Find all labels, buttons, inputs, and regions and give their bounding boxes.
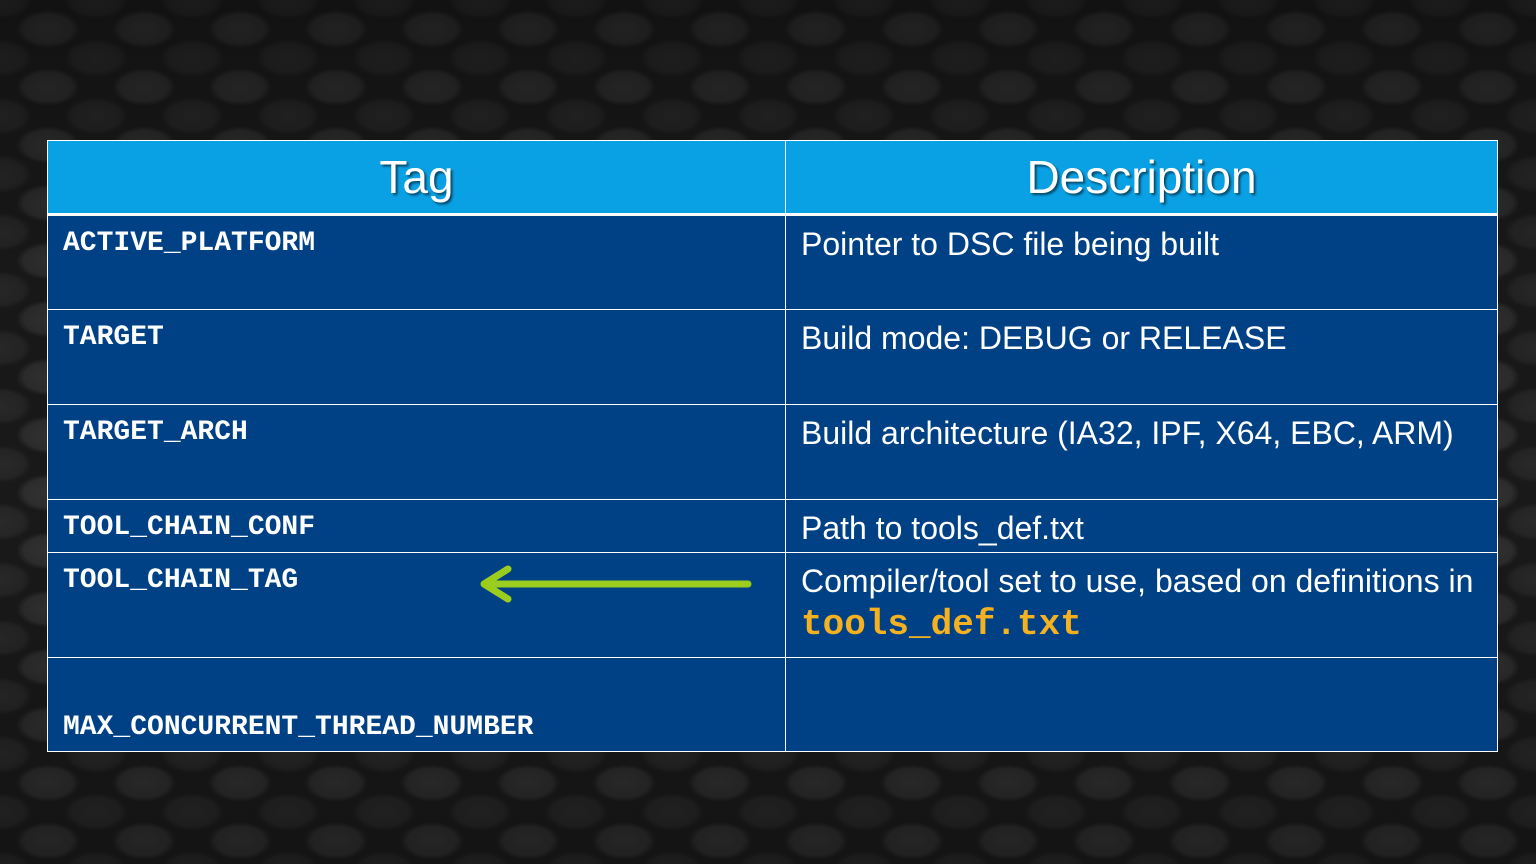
tag-cell-max-concurrent-thread-number: MAX_CONCURRENT_THREAD_NUMBER: [47, 657, 786, 752]
description-text: Compiler/tool set to use, based on defin…: [801, 563, 1474, 599]
table-row: ACTIVE_PLATFORM Pointer to DSC file bein…: [47, 214, 1498, 310]
table-header-row: Tag Description: [47, 140, 1498, 216]
tag-cell-target-arch: TARGET_ARCH: [47, 404, 786, 500]
table-row: TOOL_CHAIN_TAG Compiler/tool set to use,…: [47, 552, 1498, 658]
tag-cell-tool-chain-conf: TOOL_CHAIN_CONF: [47, 499, 786, 553]
description-cell-target-arch: Build architecture (IA32, IPF, X64, EBC,…: [785, 404, 1498, 500]
header-description: Description: [785, 140, 1498, 216]
description-cell-max-concurrent-thread-number: [785, 657, 1498, 752]
description-cell-active-platform: Pointer to DSC file being built: [785, 214, 1498, 310]
left-arrow-icon: [480, 565, 752, 603]
description-cell-tool-chain-conf: Path to tools_def.txt: [785, 499, 1498, 553]
description-cell-tool-chain-tag: Compiler/tool set to use, based on defin…: [785, 552, 1498, 658]
tag-cell-target: TARGET: [47, 309, 786, 405]
tag-cell-active-platform: ACTIVE_PLATFORM: [47, 214, 786, 310]
build-tags-table: Tag Description ACTIVE_PLATFORM Pointer …: [47, 140, 1498, 752]
table-row: TOOL_CHAIN_CONF Path to tools_def.txt: [47, 499, 1498, 553]
table-row: MAX_CONCURRENT_THREAD_NUMBER: [47, 657, 1498, 752]
description-cell-target: Build mode: DEBUG or RELEASE: [785, 309, 1498, 405]
table-row: TARGET_ARCH Build architecture (IA32, IP…: [47, 404, 1498, 500]
tools-def-filename: tools_def.txt: [801, 604, 1082, 645]
header-tag: Tag: [47, 140, 786, 216]
table-row: TARGET Build mode: DEBUG or RELEASE: [47, 309, 1498, 405]
